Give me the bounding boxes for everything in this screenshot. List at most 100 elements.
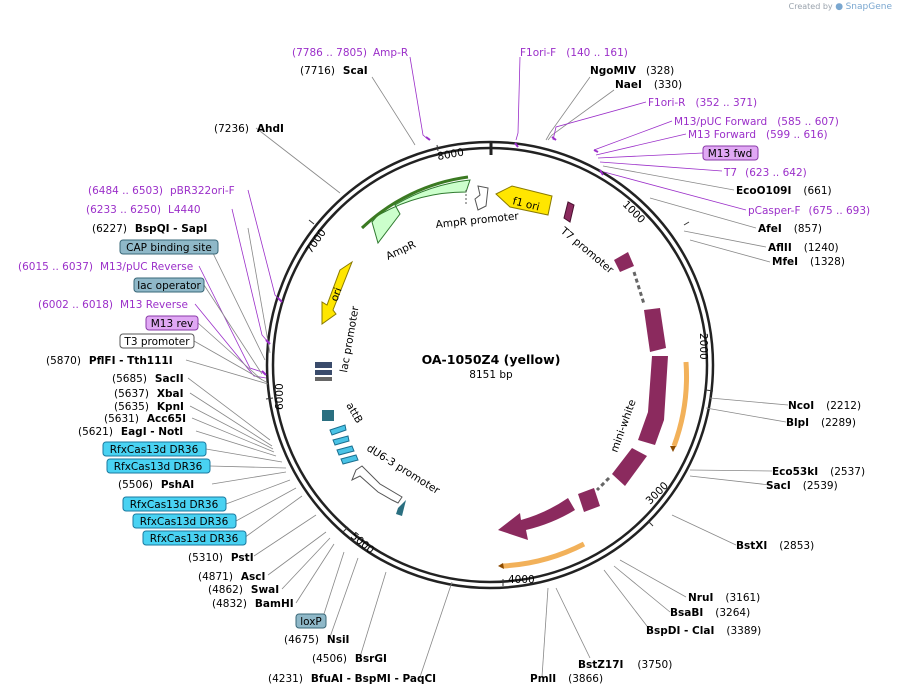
leader-bspdi xyxy=(603,569,651,631)
enzyme-bstz17i[interactable]: BstZ17I(3750) xyxy=(578,659,672,671)
enzyme-eco0109i[interactable]: EcoO109I(661) xyxy=(736,185,832,197)
box-m13-fwd[interactable]: M13 fwd xyxy=(702,145,759,161)
box-m13-rev[interactable]: M13 rev xyxy=(145,315,199,331)
enzyme-pshai[interactable]: (5506)PshAI xyxy=(118,479,194,491)
mini-white-arrow[interactable] xyxy=(498,498,575,540)
leader-m13puc-fwd xyxy=(593,120,673,151)
primer-l4440: (6233 .. 6250)L4440 xyxy=(86,204,201,216)
tick-1000 xyxy=(683,221,690,226)
dr36-marks xyxy=(329,424,359,465)
leader-f1ori-r xyxy=(552,101,647,141)
leader-afei xyxy=(649,197,757,229)
leader-nrui xyxy=(619,559,687,598)
enzyme-xbai[interactable]: (5637)XbaI xyxy=(114,388,184,400)
enzyme-bspdi-clai[interactable]: BspDI - ClaI(3389) xyxy=(646,625,761,637)
box-m13-rev-bg xyxy=(145,315,199,331)
leader-ahdi xyxy=(255,127,341,194)
leader-eco0109i xyxy=(602,165,735,191)
leader-naei xyxy=(547,89,615,141)
enzyme-nsii[interactable]: (4675)NsiI xyxy=(284,634,349,646)
leader-m13rev-box xyxy=(197,322,263,381)
enzyme-scai[interactable]: (7716)ScaI xyxy=(300,65,368,77)
tick-7000 xyxy=(308,219,315,225)
enzyme-bfuai-bspmi-paqci[interactable]: (4231)BfuAI - BspMI - PaqCI xyxy=(268,673,436,685)
enzyme-bspqi-sapi[interactable]: (6227)BspQI - SapI xyxy=(92,223,207,235)
enzyme-ncoi[interactable]: NcoI(2212) xyxy=(788,400,861,412)
tick-2000 xyxy=(705,389,714,392)
box-loxp[interactable]: loxP xyxy=(295,613,327,629)
enzyme-nrui[interactable]: NruI(3161) xyxy=(688,592,760,604)
primer-ticks xyxy=(261,136,604,376)
attb-feature[interactable] xyxy=(322,410,334,421)
enzyme-naei[interactable]: NaeI(330) xyxy=(615,79,682,91)
leader-pmli xyxy=(541,587,549,678)
leader-t7 xyxy=(599,161,723,172)
leader-m13puc-rev xyxy=(198,265,263,373)
enzyme-mfei[interactable]: MfeI(1328) xyxy=(772,256,845,268)
box-dr36-5[interactable]: RfxCas13d DR36 xyxy=(142,530,247,546)
mini-white-intron-1 xyxy=(632,271,646,305)
box-dr36-4[interactable]: RfxCas13d DR36 xyxy=(132,513,237,529)
box-dr36-2[interactable]: RfxCas13d DR36 xyxy=(106,458,211,474)
leader-ncoi xyxy=(709,397,789,406)
leader-dr36-2 xyxy=(209,465,287,469)
leader-f1ori-f xyxy=(515,56,521,141)
pt-m13 xyxy=(593,149,599,153)
box-dr36-3[interactable]: RfxCas13d DR36 xyxy=(122,496,227,512)
enzyme-swai[interactable]: (4862)SwaI xyxy=(208,584,279,596)
ampr-feature[interactable] xyxy=(371,179,471,245)
leader-ngomiv xyxy=(545,76,591,141)
leader-nsii xyxy=(329,557,359,638)
ampr-promoter-feature[interactable] xyxy=(474,185,489,211)
leader-pflfi xyxy=(185,359,269,385)
enzyme-asci[interactable]: (4871)AscI xyxy=(198,571,265,583)
enzyme-afei[interactable]: AfeI(857) xyxy=(758,223,822,235)
enzyme-acc65i[interactable]: (5631)Acc65I xyxy=(104,413,186,425)
enzyme-pflfi-tth111i[interactable]: (5870)PflFI - Tth111I xyxy=(46,355,173,367)
pt-l4440 xyxy=(265,339,271,345)
du6-promoter-feature[interactable] xyxy=(351,465,403,504)
enzyme-bstxi[interactable]: BstXI(2853) xyxy=(736,540,814,552)
mini-white-intron-2 xyxy=(595,476,611,492)
pt-t7 xyxy=(599,169,604,176)
enzyme-sacii[interactable]: (5685)SacII xyxy=(112,373,184,385)
box-t3-promoter[interactable]: T3 promoter xyxy=(119,333,195,349)
leader-bamhi xyxy=(295,543,335,604)
enzyme-saci[interactable]: SacI(2539) xyxy=(766,480,838,492)
box-dr36-2-text: RfxCas13d DR36 xyxy=(114,461,203,473)
box-dr36-1-text: RfxCas13d DR36 xyxy=(110,444,199,456)
leader-eco53ki xyxy=(689,469,773,472)
t7-promoter-feature[interactable] xyxy=(563,201,575,223)
f1-ori-feature[interactable] xyxy=(495,185,553,216)
box-lac-operator[interactable]: lac operator xyxy=(133,277,205,293)
enzyme-bamhi[interactable]: (4832)BamHI xyxy=(212,598,294,610)
leader-saci xyxy=(689,475,771,486)
enzyme-blpi[interactable]: BlpI(2289) xyxy=(786,417,856,429)
box-dr36-1[interactable]: RfxCas13d DR36 xyxy=(102,441,207,457)
orange-arc-2 xyxy=(502,541,586,569)
leader-bstxi xyxy=(671,514,737,546)
enzyme-pmli[interactable]: PmlI(3866) xyxy=(530,673,603,685)
enzyme-eagi-noti[interactable]: (5621)EagI - NotI xyxy=(78,426,183,438)
enzyme-bsrgi[interactable]: (4506)BsrGI xyxy=(312,653,387,665)
orange-arc-2-head xyxy=(498,563,504,569)
enzyme-kpni[interactable]: (5635)KpnI xyxy=(114,401,184,413)
credit-prefix: Created by xyxy=(788,2,833,11)
box-dr36-2-bg xyxy=(106,458,211,474)
enzyme-aflii[interactable]: AflII(1240) xyxy=(768,242,839,254)
leader-dr36-1 xyxy=(205,448,283,463)
box-cap-site[interactable]: CAP binding site xyxy=(119,239,219,255)
ampr-label: AmpR xyxy=(384,239,418,263)
leader-dr36-3 xyxy=(225,479,291,505)
enzyme-ngomiv[interactable]: NgoMIV(328) xyxy=(590,65,674,77)
leader-swai xyxy=(281,537,331,590)
enzyme-bsabi[interactable]: BsaBI(3264) xyxy=(670,607,750,619)
enzyme-psti[interactable]: (5310)PstI xyxy=(188,552,254,564)
leader-pbr322 xyxy=(247,189,281,301)
ori-feature[interactable] xyxy=(321,260,354,325)
attb-label: attB xyxy=(343,401,364,426)
leader-aflii xyxy=(683,230,767,248)
enzyme-eco53ki[interactable]: Eco53kI(2537) xyxy=(772,466,865,478)
enzyme-ahdi[interactable]: (7236)AhdI xyxy=(214,123,284,135)
